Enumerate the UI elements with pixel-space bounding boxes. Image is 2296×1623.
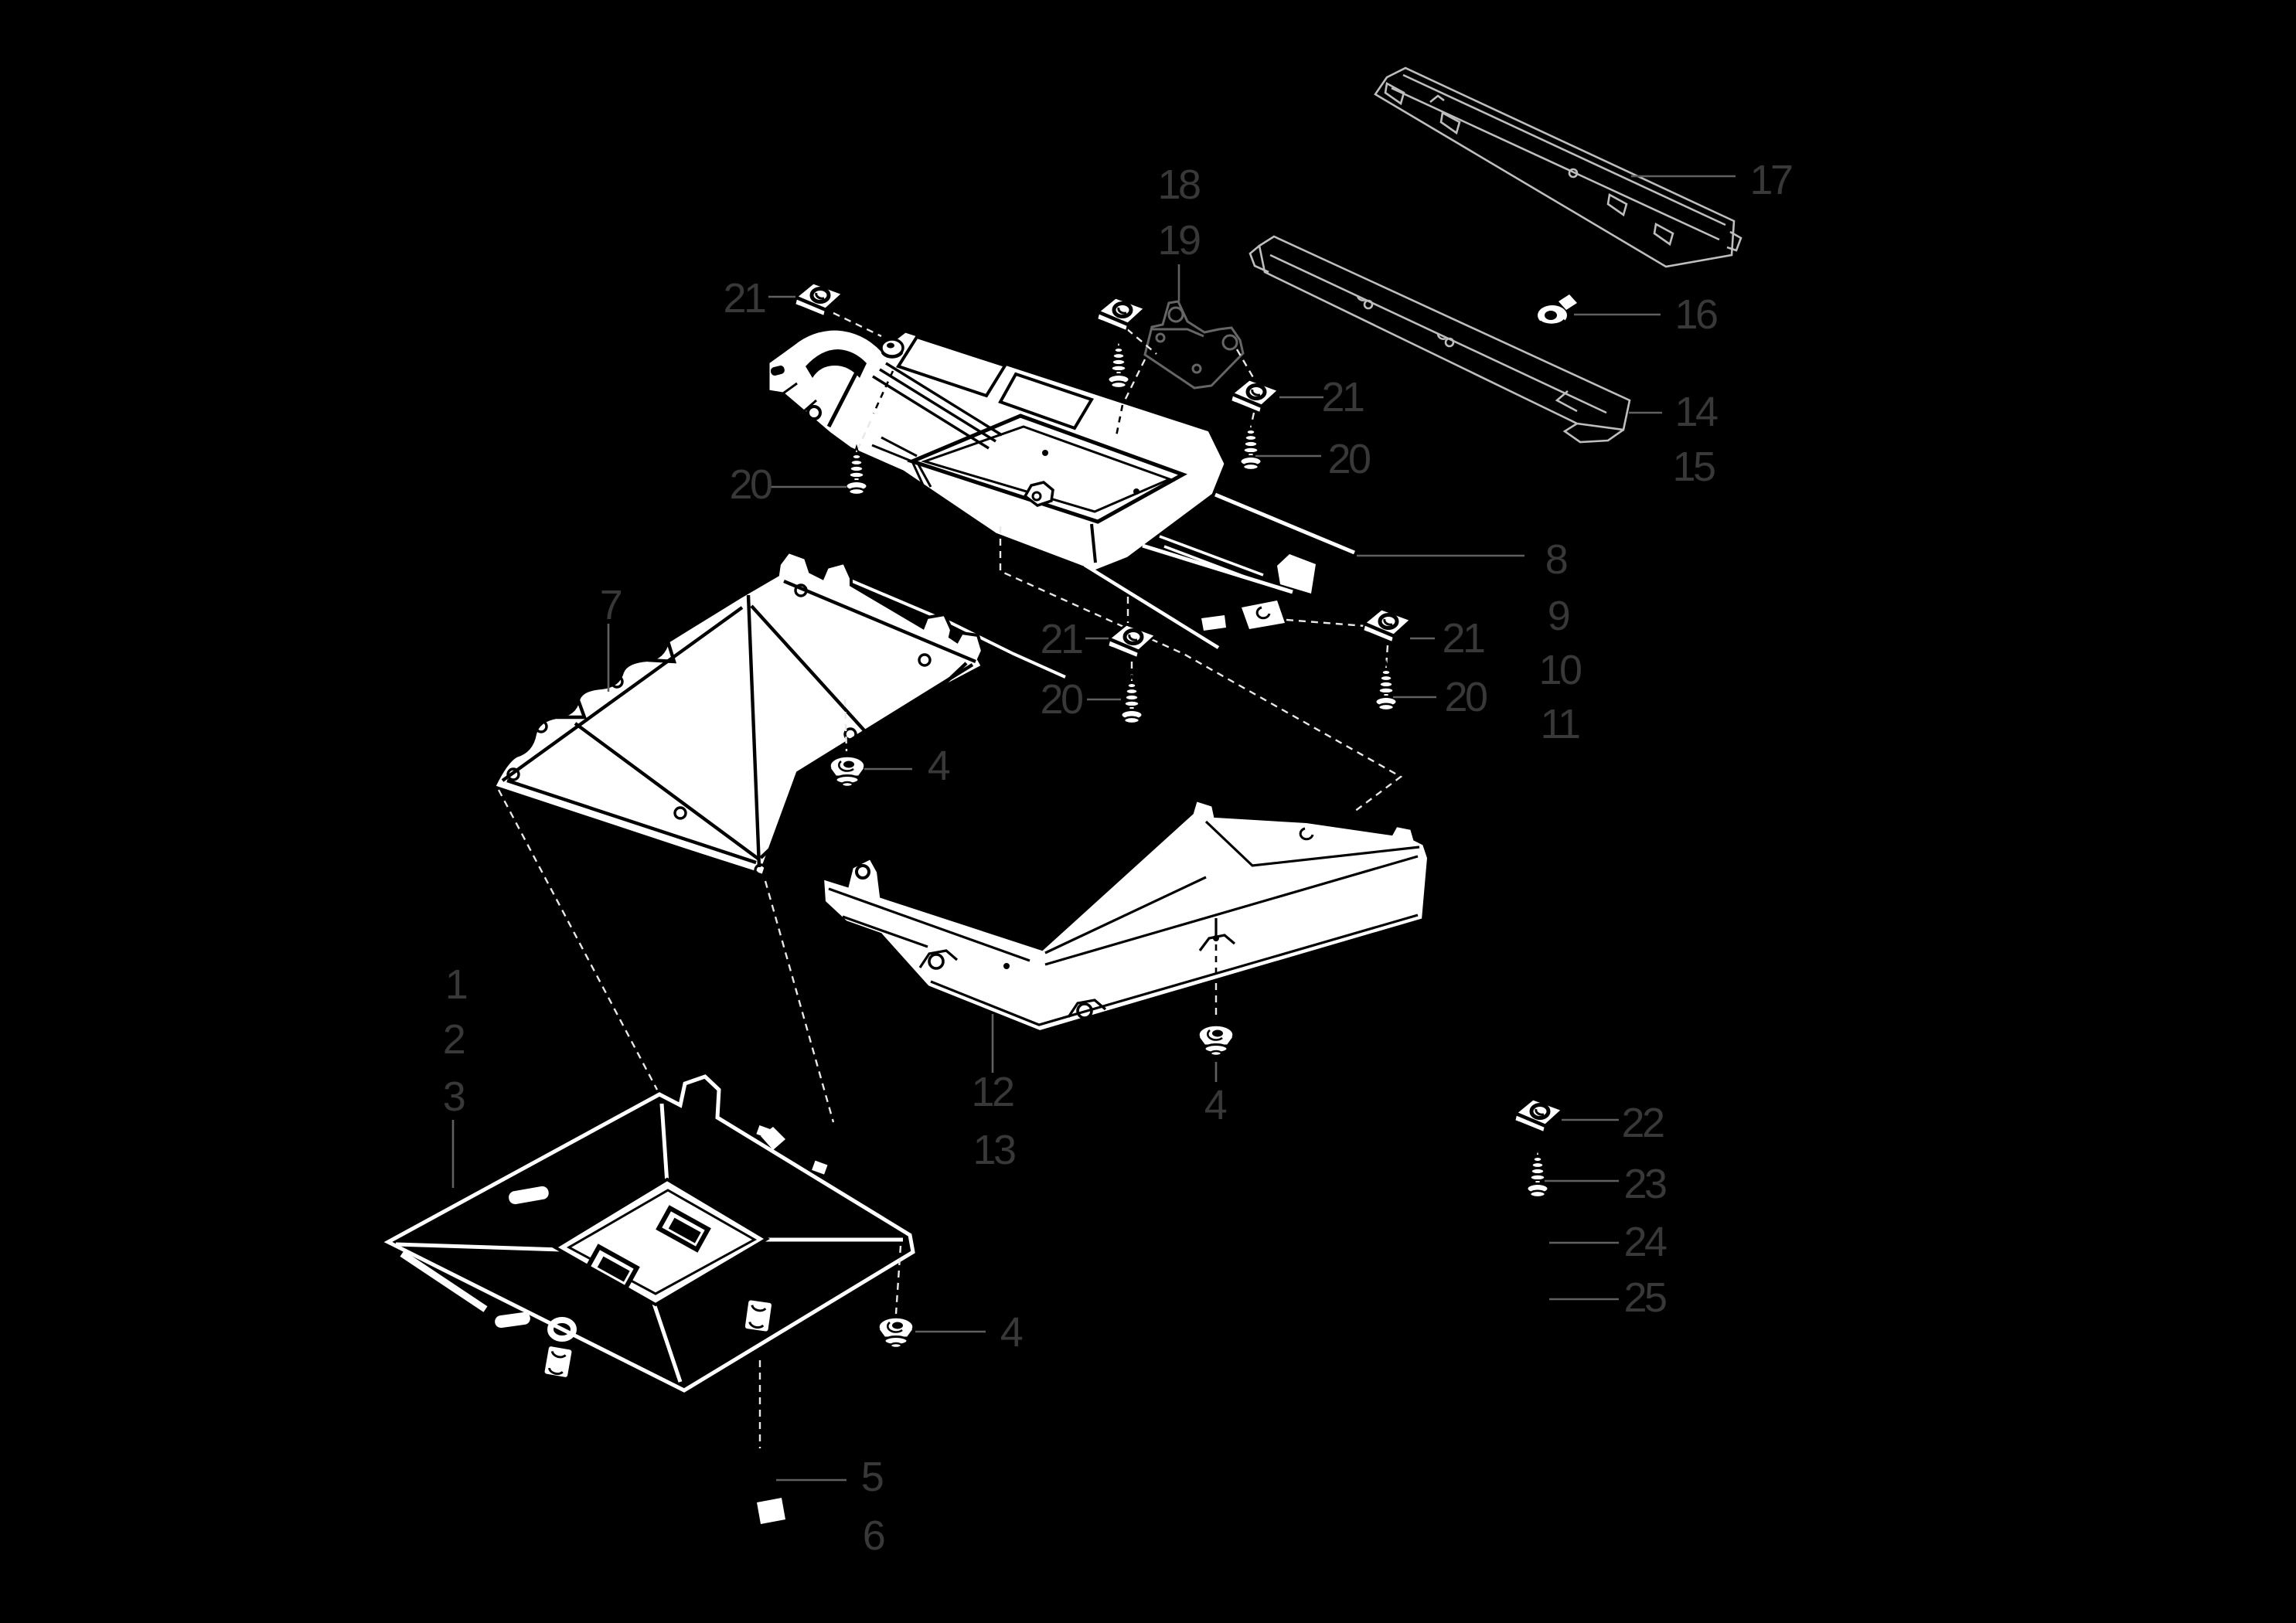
svg-text:12: 12 xyxy=(971,1069,1013,1115)
svg-text:10: 10 xyxy=(1538,647,1581,693)
svg-text:5: 5 xyxy=(861,1454,883,1500)
svg-text:17: 17 xyxy=(1749,157,1792,203)
svg-text:21: 21 xyxy=(1321,374,1364,420)
svg-text:23: 23 xyxy=(1623,1161,1666,1207)
svg-text:20: 20 xyxy=(729,461,772,508)
svg-text:6: 6 xyxy=(863,1512,884,1559)
svg-text:20: 20 xyxy=(1327,436,1370,482)
svg-text:11: 11 xyxy=(1540,701,1579,747)
svg-text:8: 8 xyxy=(1545,536,1567,583)
svg-text:16: 16 xyxy=(1674,291,1717,338)
svg-text:3: 3 xyxy=(443,1073,465,1120)
svg-text:15: 15 xyxy=(1672,444,1715,490)
svg-text:20: 20 xyxy=(1444,674,1487,720)
svg-text:22: 22 xyxy=(1621,1100,1664,1146)
svg-text:2: 2 xyxy=(443,1016,465,1063)
svg-text:1: 1 xyxy=(445,961,467,1008)
svg-text:20: 20 xyxy=(1040,676,1082,723)
svg-text:21: 21 xyxy=(723,275,765,322)
svg-text:14: 14 xyxy=(1674,389,1718,435)
svg-text:25: 25 xyxy=(1623,1274,1666,1321)
svg-text:4: 4 xyxy=(928,743,950,789)
svg-text:18: 18 xyxy=(1157,162,1200,208)
svg-text:24: 24 xyxy=(1623,1219,1667,1265)
svg-text:21: 21 xyxy=(1442,615,1484,662)
svg-text:21: 21 xyxy=(1040,616,1082,662)
svg-text:4: 4 xyxy=(1000,1309,1023,1356)
svg-text:13: 13 xyxy=(973,1127,1015,1173)
svg-text:9: 9 xyxy=(1548,593,1569,639)
svg-text:4: 4 xyxy=(1204,1082,1227,1128)
svg-text:7: 7 xyxy=(600,582,622,628)
svg-text:19: 19 xyxy=(1157,217,1200,264)
